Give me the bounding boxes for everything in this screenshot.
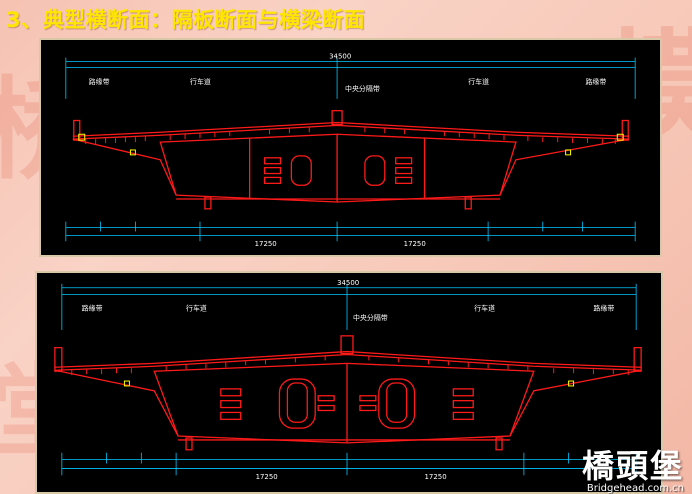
- dimension-lines-bottom: [61, 283, 637, 476]
- dim-half-left: 17250: [255, 240, 277, 248]
- drawing-panel-top: 行车道 行车道 路缘带 路缘带 中央分隔带 34500 17250 17250: [39, 38, 662, 257]
- drawing-panel-bottom: 行车道 行车道 路缘带 路缘带 中央分隔带 34500 17250 17250: [35, 271, 663, 494]
- deck-structure-top: [72, 110, 630, 210]
- label-shoulder-right: 路缘带: [585, 77, 606, 86]
- detail-markers-bottom: [123, 380, 575, 387]
- deck-structure-bottom: [54, 335, 642, 451]
- label-lane-left: 行车道: [190, 77, 211, 86]
- cross-section-top: 行车道 行车道 路缘带 路缘带 中央分隔带 34500 17250 17250: [65, 53, 636, 248]
- dim-total: 34500: [329, 53, 351, 61]
- watermark-url: Bridgehead.com.cn: [586, 483, 684, 494]
- label-lane-right: 行车道: [468, 77, 489, 86]
- cross-section-bottom: 行车道 行车道 路缘带 路缘带 中央分隔带 34500 17250 17250: [54, 279, 642, 481]
- watermark-logo: 橋頭堡: [581, 447, 684, 485]
- label-shoulder-left: 路缘带: [89, 77, 110, 86]
- label-median: 中央分隔带: [353, 313, 388, 322]
- watermark: 橋頭堡 Bridgehead.com.cn: [582, 449, 684, 494]
- deck-ribs-bottom: [71, 355, 629, 376]
- dim-half-right: 17250: [425, 473, 447, 481]
- dimension-lines-top: [65, 57, 636, 242]
- label-lane-right: 行车道: [474, 303, 495, 312]
- label-lane-left: 行车道: [186, 303, 207, 312]
- label-shoulder-left: 路缘带: [82, 303, 103, 312]
- slide-title: 3、典型横断面：隔板断面与横梁断面: [6, 8, 366, 32]
- dim-half-right: 17250: [404, 240, 426, 248]
- label-shoulder-right: 路缘带: [593, 303, 614, 312]
- label-median: 中央分隔带: [345, 84, 380, 93]
- dim-total: 34500: [337, 279, 359, 287]
- dim-half-left: 17250: [256, 473, 278, 481]
- deck-ribs-top: [85, 127, 616, 145]
- detail-markers-top: [78, 133, 624, 156]
